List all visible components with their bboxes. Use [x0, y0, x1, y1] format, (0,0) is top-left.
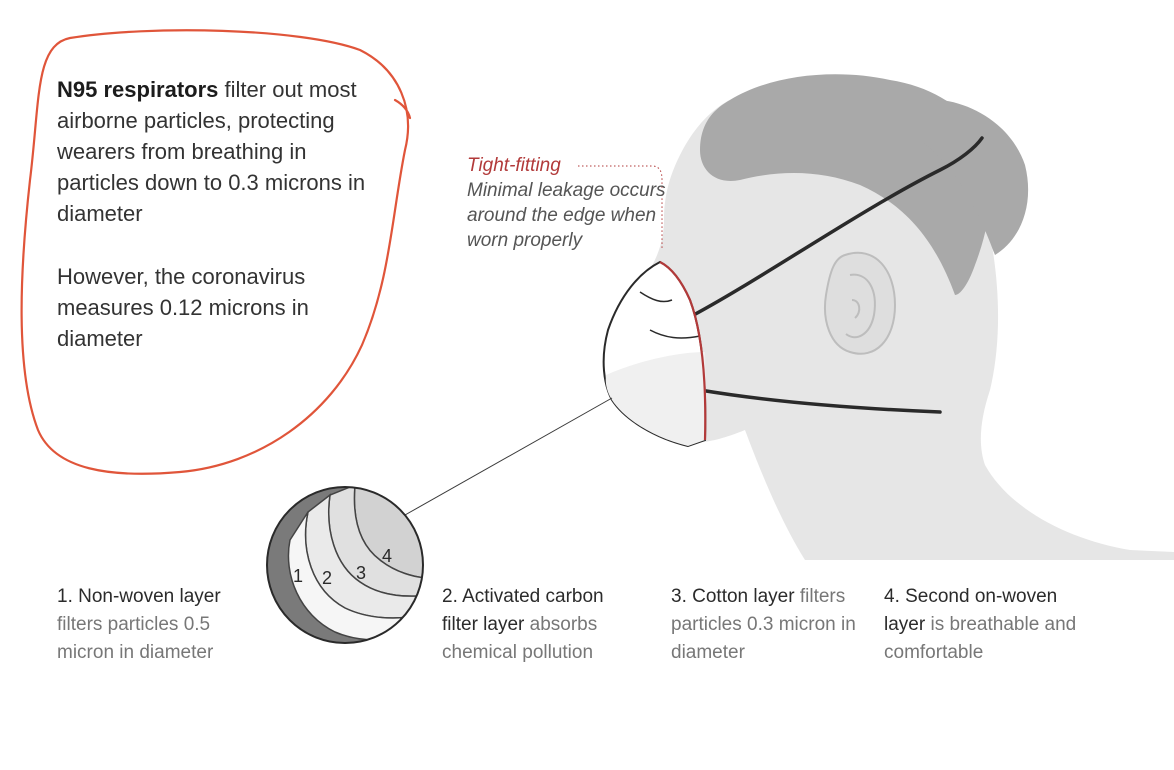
layer-number-3: 3 — [356, 563, 366, 583]
layer-name: 3. Cotton layer — [671, 586, 795, 607]
layer-description-1: 1. Non-woven layer filters particles 0.5… — [57, 583, 257, 667]
layer-number-1: 1 — [293, 566, 303, 586]
callout-highlight: Tight-fitting — [467, 153, 667, 178]
intro-paragraph-2: However, the coronavirus measures 0.12 m… — [57, 261, 367, 354]
layer-description-2: 2. Activated carbon filter layer absorbs… — [442, 583, 642, 667]
layer-description-3: 3. Cotton layer filters particles 0.3 mi… — [671, 583, 871, 667]
layer-name: 1. Non-woven layer — [57, 586, 221, 607]
intro-paragraph-1: N95 respirators filter out most airborne… — [57, 74, 367, 229]
ear — [825, 253, 895, 354]
callout-text: Minimal leakage occurs around the edge w… — [467, 180, 666, 251]
intro-bold: N95 respirators — [57, 77, 218, 102]
layer-desc: filters particles 0.5 micron in diameter — [57, 614, 213, 663]
intro-text: N95 respirators filter out most airborne… — [57, 74, 367, 354]
tight-fit-callout: Tight-fitting Minimal leakage occurs aro… — [467, 153, 667, 253]
layer-description-4: 4. Second on-woven layer is breathable a… — [884, 583, 1084, 667]
layer-number-2: 2 — [322, 568, 332, 588]
zoom-connector — [405, 398, 612, 515]
layer-number-4: 4 — [382, 546, 392, 566]
layer-cross-section — [260, 480, 430, 650]
